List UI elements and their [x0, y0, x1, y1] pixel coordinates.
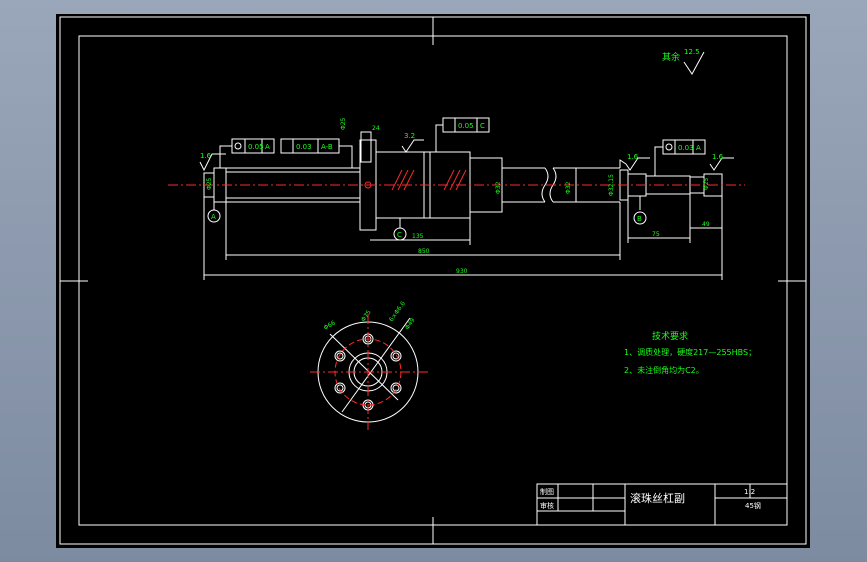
tb-checked: 审核	[540, 501, 554, 510]
roughness-left: 1.6	[200, 152, 212, 160]
dia-5: Φ32.15	[608, 174, 615, 196]
datum-symbols	[207, 131, 647, 241]
tech-req-title: 技术要求	[652, 330, 688, 342]
fcf-right: 0.03	[678, 144, 694, 152]
dim-135: 135	[412, 233, 424, 240]
dia-3: Φ32	[565, 181, 572, 194]
dia-4: Φ25	[340, 117, 347, 130]
fcf-mid: 0.05	[458, 122, 474, 130]
dim-24: 24	[372, 125, 380, 132]
dia-1: Φ25	[206, 177, 213, 190]
fcf-right-datum: A	[696, 144, 701, 152]
fcf-mid-datum: C	[480, 122, 485, 130]
roughness-right-b: 1.6	[712, 153, 724, 161]
tech-req-line2: 2、未注倒角均为C2。	[624, 365, 704, 375]
surface-finish-label: 其余	[662, 51, 680, 63]
fcf-left-a: 0.05	[248, 143, 264, 151]
dim-49: 49	[702, 221, 710, 228]
tb-material: 45钢	[745, 501, 761, 510]
tb-drawn: 制图	[540, 487, 554, 496]
tb-scale: 1:2	[744, 488, 755, 496]
tolerance-frames	[219, 117, 706, 176]
fcf-left-a-datum: A	[265, 143, 270, 151]
fcf-left-b-datum: A-B	[321, 143, 333, 151]
dia-6: Φ25	[703, 177, 710, 190]
dimension-lines	[203, 194, 723, 280]
dim-930: 930	[456, 268, 468, 275]
dim-850: 850	[418, 248, 430, 255]
roughness-mid: 3.2	[404, 132, 415, 140]
roughness-symbols	[199, 51, 734, 172]
datum-c: C	[397, 231, 402, 239]
nut-hatch	[364, 169, 467, 191]
tb-drawing-name: 滚珠丝杠副	[630, 491, 685, 505]
surface-finish-value: 12.5	[684, 48, 700, 56]
datum-a: A	[211, 213, 216, 221]
flange-center-lines	[310, 314, 428, 430]
datum-b: B	[637, 215, 642, 223]
dim-75: 75	[652, 231, 660, 238]
tech-req-line1: 1、调质处理，硬度217—255HBS；	[624, 347, 756, 357]
fcf-left-b: 0.03	[296, 143, 312, 151]
sheet-background	[56, 14, 810, 548]
title-block	[536, 483, 788, 526]
dia-2: Φ32	[495, 181, 502, 194]
roughness-right-a: 1.6	[627, 153, 639, 161]
